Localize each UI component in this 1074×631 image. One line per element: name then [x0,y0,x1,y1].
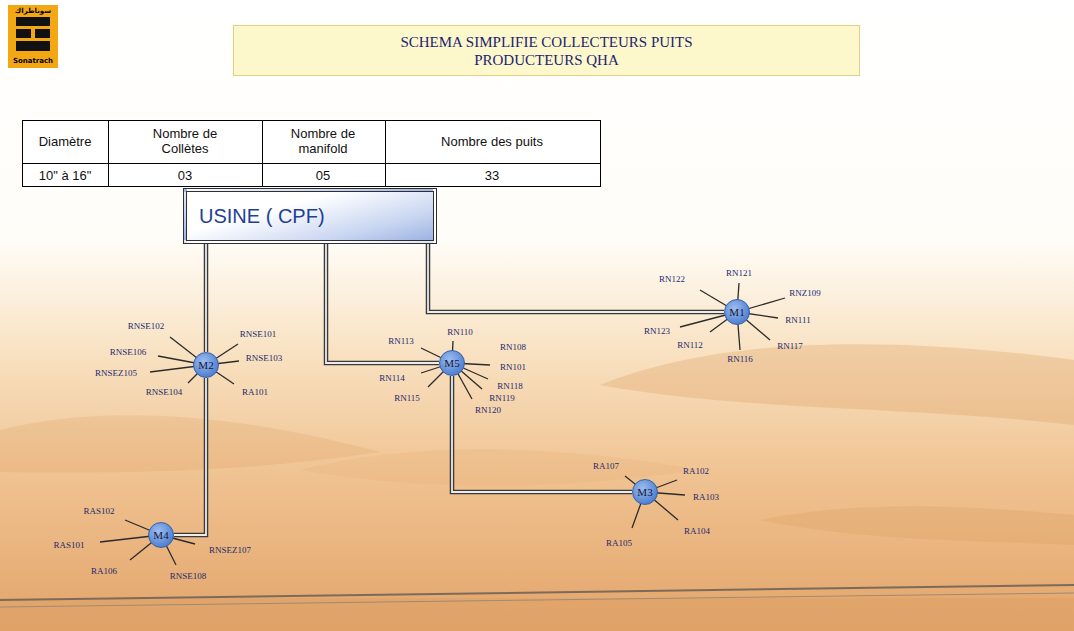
well-name: RAS102 [83,506,114,516]
road-line [0,593,1074,607]
manifold-name: M2 [198,359,213,371]
well-name: RN118 [497,381,523,391]
manifold-name: M1 [729,306,744,318]
table-header: Nombre de Collètes [145,126,225,156]
table-header: Nombre de manifold [278,126,368,156]
well-name: RA101 [242,387,268,397]
ground-band [0,598,1074,631]
well-name: RAS101 [53,540,84,550]
well-name: RNSE102 [128,321,165,331]
table-header: Nombre des puits [402,134,582,149]
pipe-core [452,376,632,492]
pipe-connector [452,376,632,492]
title-box: SCHEMA SIMPLIFIE COLLECTEURS PUITS PRODU… [233,25,860,76]
well-name: RN122 [659,274,685,284]
pipe-connector [174,378,206,535]
sonatrach-logo [8,5,58,68]
logo-stripe [31,29,35,38]
table-rule [385,120,386,187]
pipe-core [205,244,207,352]
logo-text: سوناطراك [15,7,51,15]
well-name: RA105 [606,538,632,548]
pipe-connector [206,244,207,352]
manifold-circle: M2 [193,352,219,378]
road-line [0,585,1074,600]
manifold-circle: M5 [439,350,465,376]
pipe-connector [428,244,724,312]
plant-name: USINE ( CPF) [199,205,325,228]
well-name: RA104 [684,526,710,536]
pipe-outline [452,376,632,492]
pipe-connector [326,244,439,363]
logo-ground [8,5,58,68]
pipe-outline [204,244,209,352]
pipe-core [326,244,439,363]
well-name: RNSE101 [240,329,277,339]
well-name: RN113 [388,336,414,346]
well-name: RN119 [489,393,515,403]
well-name: RN112 [677,340,703,350]
table-cell: 03 [178,168,192,183]
dune-shadow [600,344,1074,425]
table-rule [22,163,601,164]
well-name: RN117 [777,341,803,351]
dune-shadow [760,506,1074,545]
well-name: RN120 [475,405,501,415]
plant-box: USINE ( CPF) [183,188,437,244]
well-leader-lines [100,283,785,565]
logo-emblem [16,17,50,51]
well-name: RA102 [683,466,709,476]
manifold-name: M4 [153,529,168,541]
well-name: RNZ109 [789,288,821,298]
pipe-outline [428,244,724,312]
table-rule [108,120,109,187]
table-rule [262,120,263,187]
well-name: RN108 [500,342,526,352]
diagram-title: SCHEMA SIMPLIFIE COLLECTEURS PUITS PRODU… [397,33,697,69]
table-grid [22,120,601,187]
well-name: RN111 [785,315,810,325]
well-name: RNSE103 [246,353,283,363]
manifold-circle: M1 [724,299,750,325]
manifold-circle: M3 [632,479,658,505]
table-cell: 33 [485,168,499,183]
well-name: RNSEZ107 [209,545,251,555]
manifold-name: M5 [444,357,459,369]
well-name: RNSE106 [110,347,147,357]
table-header: Diamètre [25,134,105,149]
pipe-outline [326,244,439,363]
logo-stripe [16,26,50,29]
well-name: RNSE104 [146,387,183,397]
well-name: RN116 [727,354,753,364]
pipe-outline [174,378,206,535]
table-border [23,121,601,187]
well-name: RN114 [379,373,405,383]
well-name: RN101 [500,362,526,372]
well-name: RN110 [447,327,473,337]
well-name: RN115 [394,393,420,403]
well-name: RA107 [593,461,619,471]
well-name: RN123 [644,326,670,336]
well-name: RN121 [726,268,752,278]
manifold-circle: M4 [148,522,174,548]
logo-stripe [16,38,50,41]
table-cell: 10" à 16" [39,168,92,183]
well-name: RNSEZ105 [95,368,137,378]
table-cell: 05 [316,168,330,183]
logo-text: Sonatrach [13,57,53,65]
well-name: RA103 [693,492,719,502]
pipe-core [174,378,206,535]
manifold-name: M3 [637,486,652,498]
well-name: RA106 [91,566,117,576]
well-name: RNSE108 [170,571,207,581]
dune-shadow [0,415,380,472]
pipe-core [428,244,724,312]
